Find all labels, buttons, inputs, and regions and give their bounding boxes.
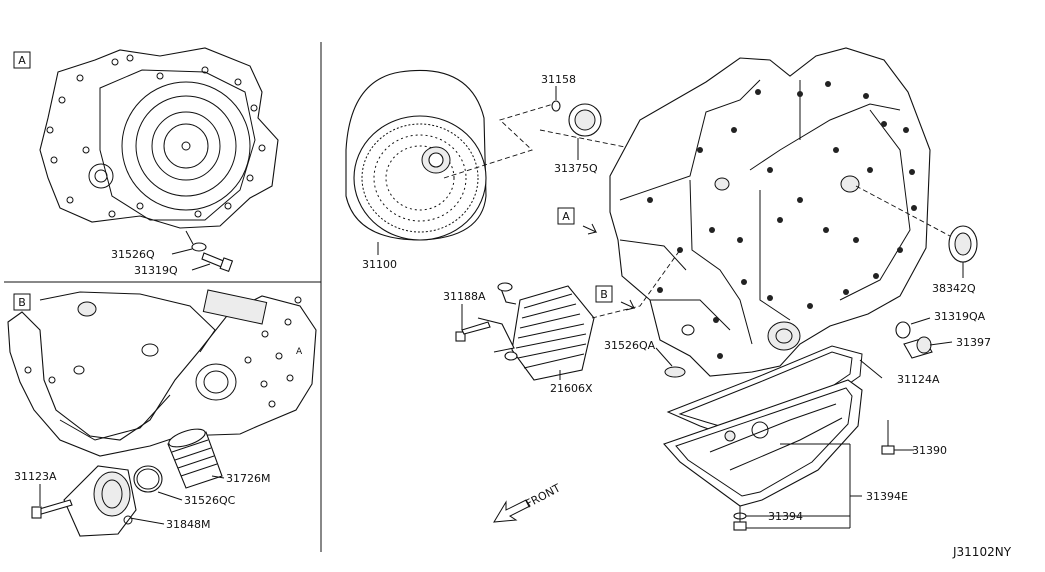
o-ring-31158	[551, 100, 561, 112]
callout-31526qa: 31319QA	[934, 310, 986, 323]
diagram-reference-code: J31102NY	[952, 545, 1012, 559]
main-view-tag-b: B	[600, 288, 608, 301]
bolt-31123a	[31, 499, 73, 519]
callout-31726m: 31726M	[226, 472, 270, 485]
bolt-31319q	[201, 252, 234, 273]
callout-31188a: 31188A	[443, 290, 486, 303]
callout-31319q: 31319Q	[134, 264, 178, 277]
drain-plug-31394	[733, 506, 747, 531]
detail-b-tag: B	[18, 296, 26, 309]
plug-31319qa	[903, 336, 933, 359]
detail-a-panel: A 3	[13, 47, 279, 277]
main-view-tag-a: A	[562, 210, 570, 223]
bolt-holes-b	[24, 296, 302, 408]
callout-21606x: 21606X	[550, 382, 593, 395]
bolt-holes-a	[46, 54, 266, 218]
callout-31390j: 31526QA	[604, 339, 656, 352]
main-assembly: 31100 31158 31375Q	[345, 47, 991, 531]
filter-cover-31848m	[63, 465, 137, 537]
oil-pan-31390	[663, 379, 863, 507]
oil-cooler-21606x	[477, 282, 595, 381]
case-bolts	[647, 81, 917, 359]
callout-31100: 31100	[362, 258, 397, 271]
oil-filter-31726m	[167, 428, 223, 489]
callout-31526qc: 31526QC	[184, 494, 236, 507]
detail-b-panel: B A	[7, 289, 317, 537]
oil-seal-38342q	[948, 225, 978, 263]
callout-31123a: 31123A	[14, 470, 57, 483]
callout-31848m: 31848M	[166, 518, 210, 531]
callout-31526q: 31526Q	[111, 248, 155, 261]
callout-31158: 31158	[541, 73, 576, 86]
front-arrow-icon	[493, 499, 531, 523]
transmission-case	[609, 47, 931, 377]
housing-b-outline	[7, 295, 317, 457]
oil-seal-31375q	[568, 103, 602, 137]
callout-31397: 31124A	[897, 373, 940, 386]
o-ring-31526qc	[133, 465, 163, 493]
o-ring-31526qa	[895, 321, 911, 339]
converter-rings-a	[121, 81, 251, 211]
front-direction-label: FRONT	[523, 481, 563, 510]
callout-38342q: 38342Q	[932, 282, 976, 295]
callout-31390: 31394E	[866, 490, 908, 503]
torque-converter-31100	[345, 69, 487, 241]
callout-31375q: 31375Q	[554, 162, 598, 175]
housing-a-outline	[39, 47, 279, 229]
detail-a-tag: A	[18, 54, 26, 67]
panel-dividers	[4, 42, 322, 552]
detail-b-a-marker: A	[296, 347, 303, 357]
callout-31319qa: 31397	[956, 336, 991, 349]
callout-31124a: 31390	[912, 444, 947, 457]
washer-31390j	[664, 366, 686, 378]
washer-31526q	[191, 242, 207, 252]
callout-31394e: 31394	[768, 510, 803, 523]
bolt-31188a	[455, 321, 491, 342]
bolt-31124a	[881, 420, 895, 455]
